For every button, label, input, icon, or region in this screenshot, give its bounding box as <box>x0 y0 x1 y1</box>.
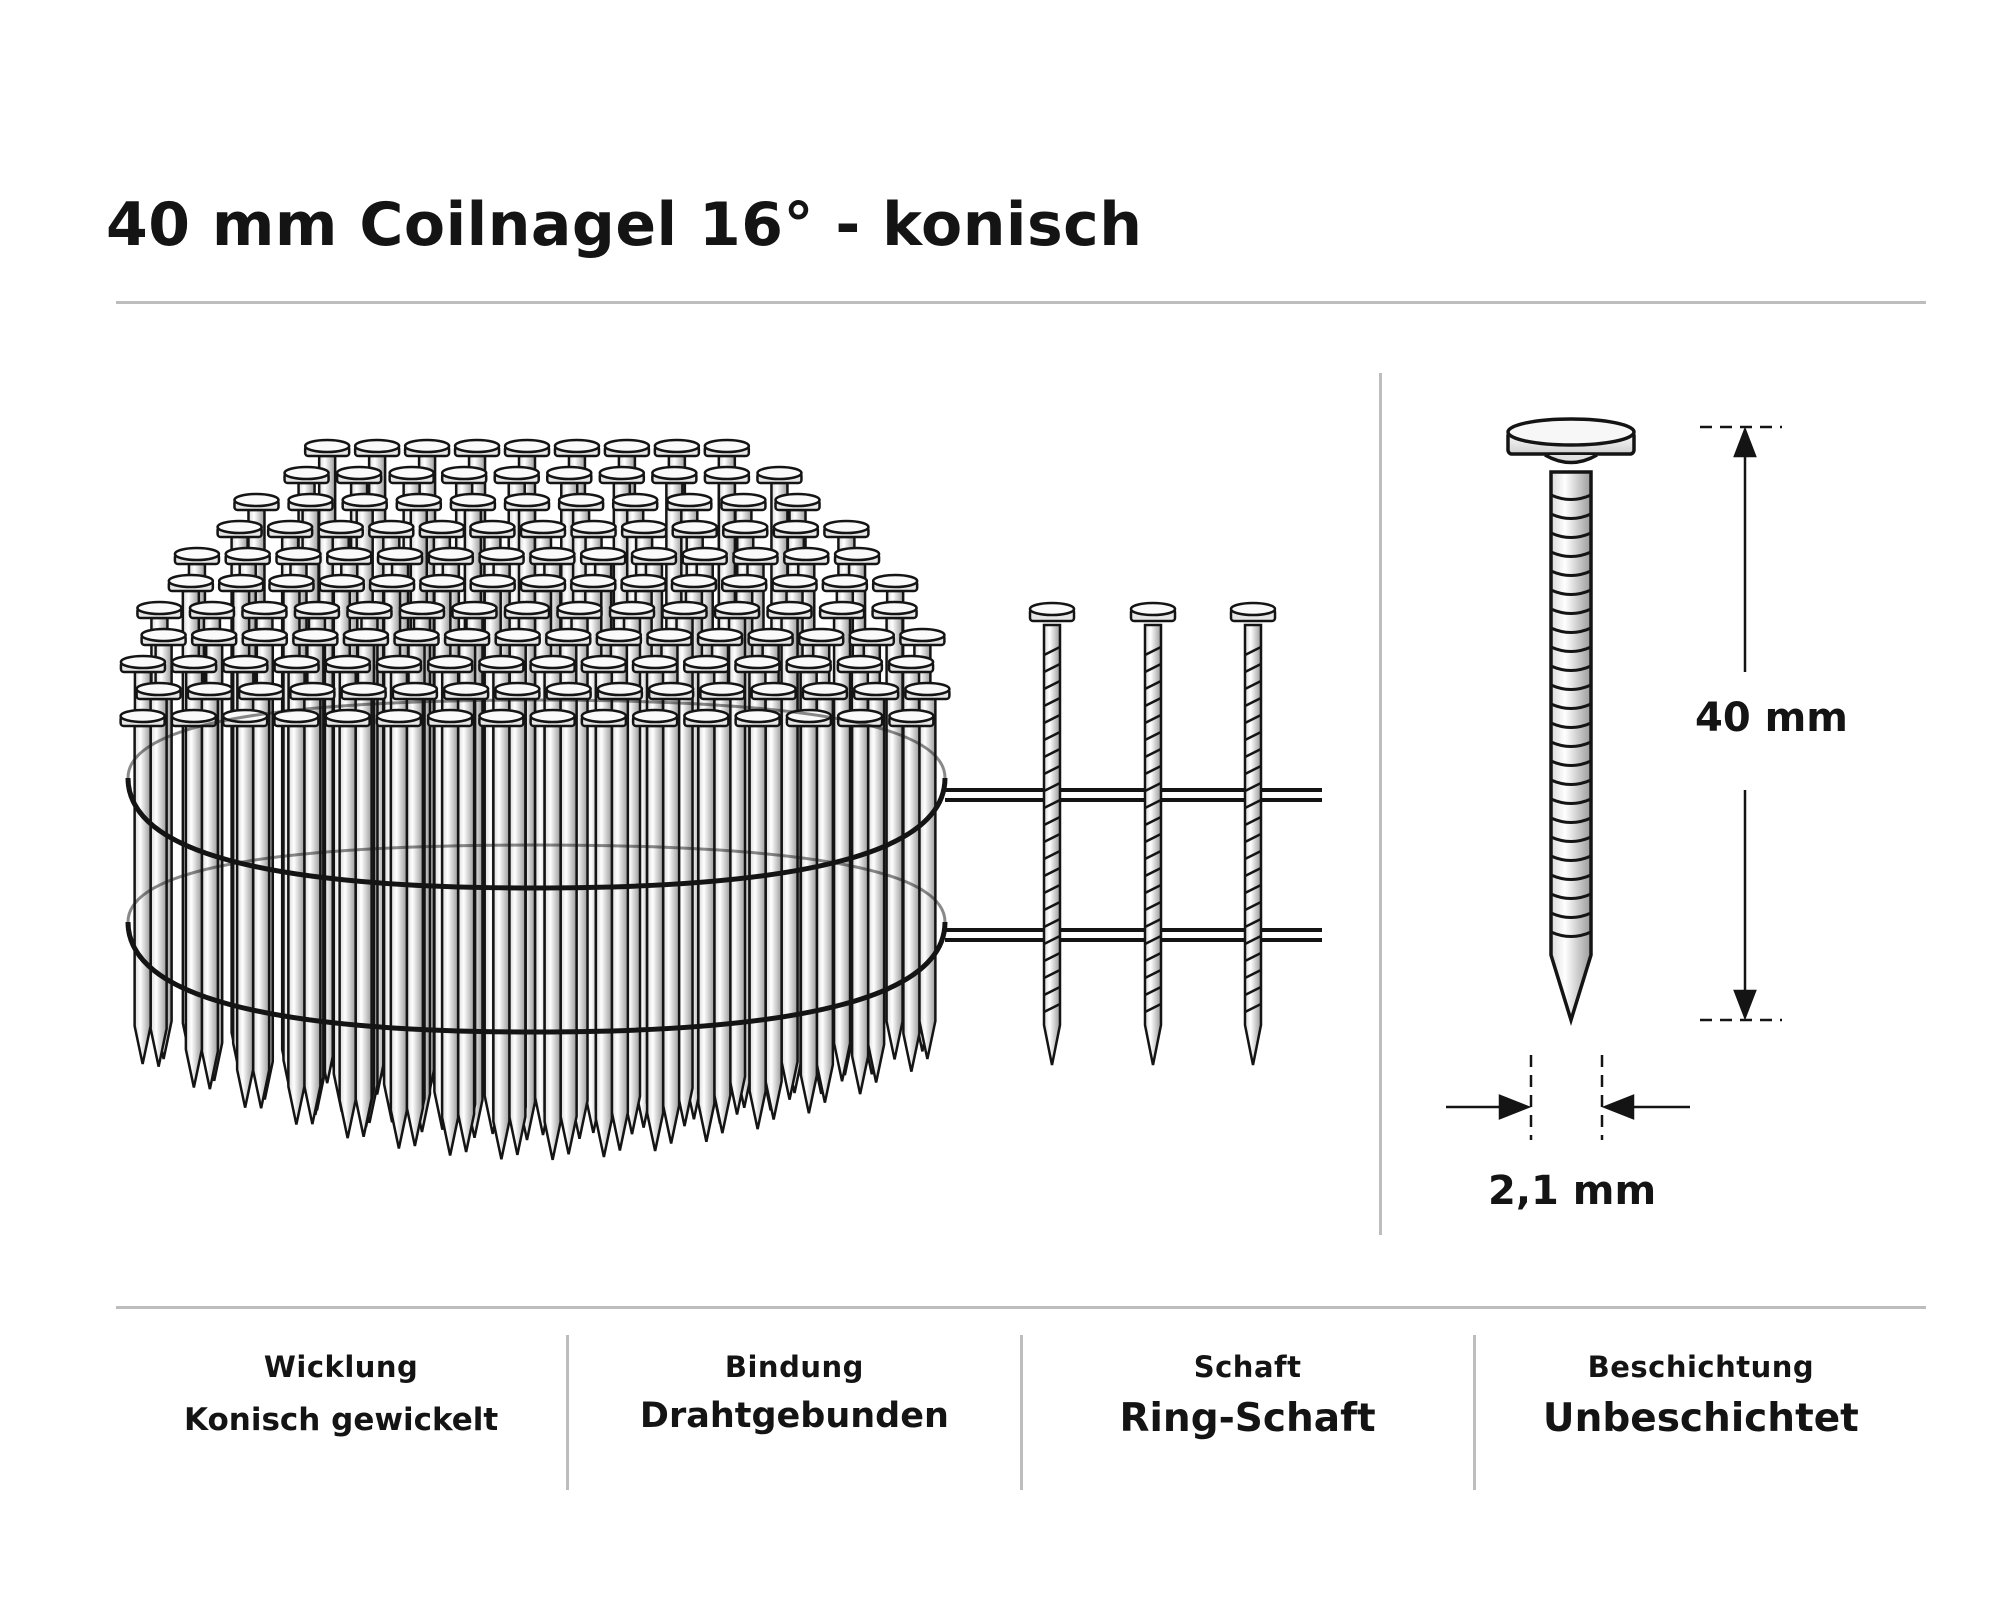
coil-nail <box>785 708 833 1114</box>
coil-nail <box>324 708 371 1139</box>
spec-label: Beschichtung <box>1587 1350 1815 1384</box>
coil-nail <box>186 681 234 1090</box>
illustration-divider <box>1379 373 1382 1235</box>
spec-coating: Beschichtung Unbeschichtet <box>1472 1335 1926 1490</box>
page-title: 40 mm Coilnagel 16° - konisch <box>106 190 1143 260</box>
coil-nail <box>375 708 423 1149</box>
diameter-dimension <box>1446 1055 1690 1140</box>
coil-nail <box>801 681 849 1103</box>
nail-coil-illustration <box>119 438 951 1161</box>
coil-nail <box>871 600 918 1060</box>
length-dimension <box>1700 425 1782 1022</box>
coil-nail <box>888 708 935 1072</box>
coil-nail <box>426 708 474 1156</box>
loose-nail <box>1028 601 1076 1066</box>
spec-winding: Wicklung Konisch gewickelt <box>116 1335 566 1490</box>
spec-value: Konisch gewickelt <box>183 1402 499 1438</box>
single-nail-illustration <box>1506 417 1636 1026</box>
dimension-arrow-icon <box>1733 989 1757 1021</box>
spec-value: Unbeschichtet <box>1542 1396 1859 1441</box>
spec-table: Wicklung Konisch gewickelt Bindung Draht… <box>116 1335 1926 1490</box>
coil-nail <box>170 708 218 1088</box>
spec-shank: Schaft Ring-Schaft <box>1019 1335 1473 1490</box>
coil-nail <box>580 708 628 1158</box>
coil-nail <box>273 708 320 1125</box>
spec-label: Bindung <box>724 1350 864 1384</box>
loose-nail <box>1129 601 1177 1066</box>
spec-label: Schaft <box>1193 1350 1302 1384</box>
coil-nail <box>237 681 285 1109</box>
spec-label: Wicklung <box>263 1350 419 1384</box>
spec-value: Ring-Schaft <box>1119 1396 1376 1441</box>
dimension-arrow-icon <box>1733 426 1757 458</box>
loose-nails-illustration <box>1028 601 1277 1066</box>
coil-nail <box>683 708 730 1142</box>
loose-nail <box>1229 601 1277 1066</box>
coil-nail <box>734 708 781 1130</box>
coil-nail <box>529 708 576 1161</box>
dimension-arrow-icon <box>1498 1094 1532 1120</box>
coil-nail <box>766 600 813 1100</box>
dimension-arrow-icon <box>1601 1094 1635 1120</box>
coil-nail <box>631 708 679 1152</box>
spec-binding: Bindung Drahtgebunden <box>566 1335 1019 1490</box>
coil-nail <box>852 681 900 1083</box>
diameter-label: 2,1 mm <box>1488 1168 1657 1214</box>
length-label: 40 mm <box>1695 695 1848 741</box>
coil-nail <box>478 708 525 1160</box>
title-divider <box>116 301 1926 304</box>
spec-value: Drahtgebunden <box>639 1396 949 1436</box>
specs-divider <box>116 1306 1926 1309</box>
